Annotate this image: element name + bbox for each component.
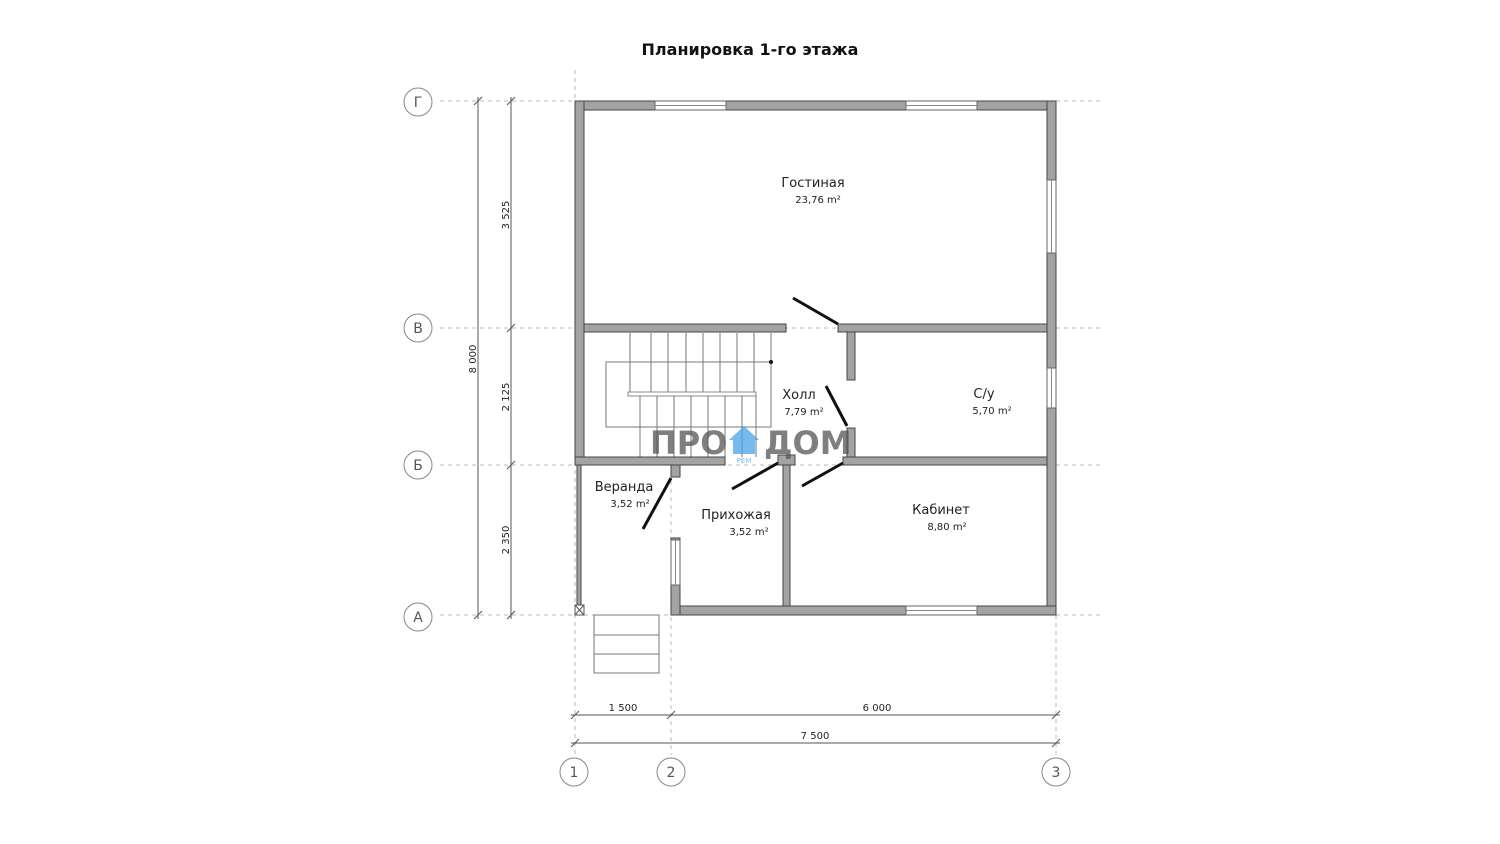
watermark-logo: ПРО РЕМ ДОМ — [650, 424, 852, 465]
room-area: 3,52 m² — [729, 527, 768, 538]
dim-horizontal: 6 000 — [863, 703, 892, 714]
dimension-lines: 8 000 3 525 2 125 2 350 1 500 6 000 7 50… — [468, 96, 1061, 748]
room-area: 5,70 m² — [972, 406, 1011, 417]
room-name: Холл — [782, 388, 815, 403]
dim-horizontal: 1 500 — [609, 703, 638, 714]
dim-vertical: 2 350 — [501, 526, 512, 555]
room-area: 7,79 m² — [784, 407, 823, 418]
room-area: 8,80 m² — [927, 522, 966, 533]
watermark-text: ДОМ — [764, 424, 852, 462]
windows — [574, 100, 1057, 616]
dim-vertical: 3 525 — [501, 201, 512, 230]
watermark-sub: РЕМ — [737, 457, 752, 465]
axis-label: 3 — [1052, 765, 1061, 781]
watermark-text: ПРО — [650, 424, 727, 462]
room-area: 3,52 m² — [610, 499, 649, 510]
dim-vertical-total: 8 000 — [468, 345, 479, 374]
axis-label: А — [413, 610, 423, 626]
room-name: С/у — [973, 387, 994, 402]
dim-horizontal-total: 7 500 — [801, 731, 830, 742]
room-name: Прихожая — [701, 508, 771, 523]
axis-label: Б — [413, 458, 423, 474]
room-name: Веранда — [595, 480, 654, 495]
room-name: Кабинет — [912, 503, 970, 518]
room-labels: Гостиная 23,76 m² Холл 7,79 m² С/у 5,70 … — [595, 176, 1012, 538]
walls — [574, 100, 1057, 616]
room-name: Гостиная — [781, 176, 844, 191]
axis-label: Г — [414, 95, 423, 111]
axis-label: 2 — [667, 765, 676, 781]
axis-label: 1 — [570, 765, 579, 781]
room-area: 23,76 m² — [795, 195, 841, 206]
axis-markers: Г В Б А 1 2 3 — [403, 87, 1071, 787]
door-swings — [641, 296, 849, 530]
staircase — [605, 333, 773, 457]
porch-steps — [593, 614, 660, 674]
axis-label: В — [413, 321, 423, 337]
plan-title: Планировка 1-го этажа — [641, 40, 859, 59]
house-icon — [729, 426, 759, 454]
dim-vertical: 2 125 — [501, 383, 512, 412]
